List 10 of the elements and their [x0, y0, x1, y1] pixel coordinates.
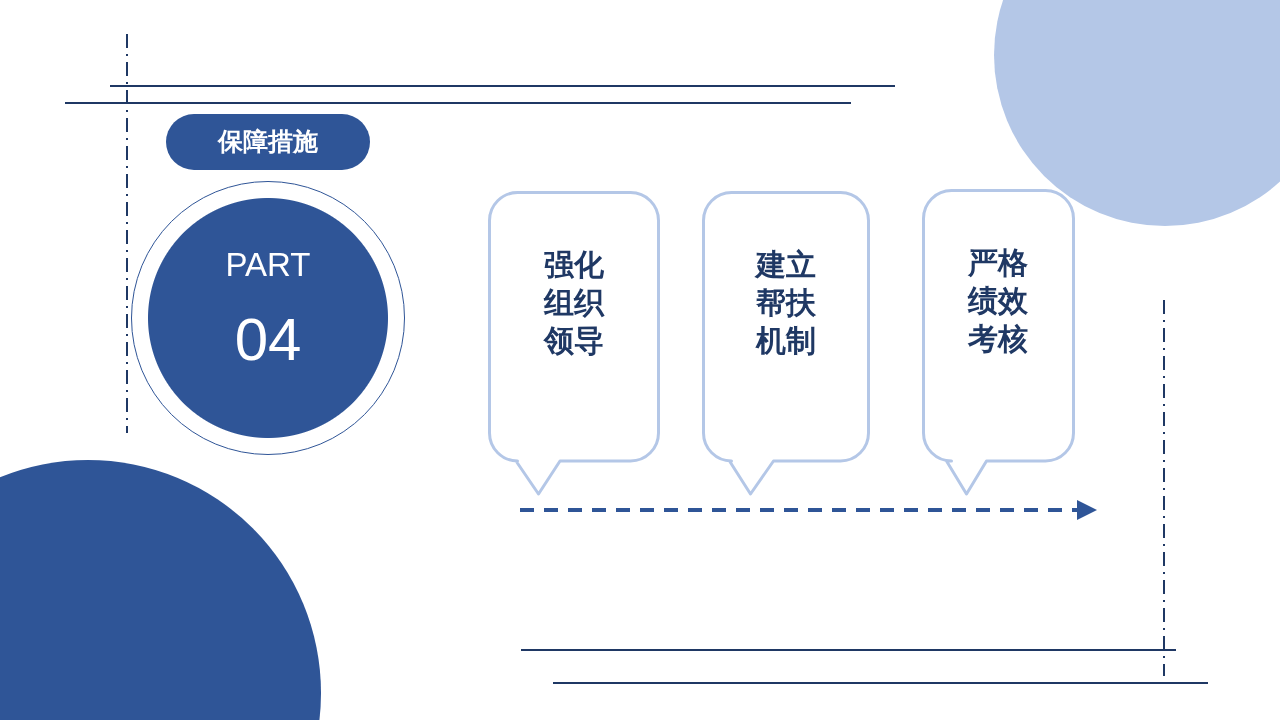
- bubble-text: 建立帮扶机制: [754, 246, 817, 360]
- pill-text: 保障措施: [218, 127, 318, 157]
- speech-bubble: [701, 191, 870, 496]
- bubble-text: 强化组织领导: [542, 246, 605, 360]
- part-number: 04: [234, 310, 302, 370]
- title-pill: [166, 114, 370, 170]
- bubble-text: 严格绩效考核: [967, 244, 1029, 358]
- part-label: PART: [225, 248, 311, 281]
- speech-bubble: [921, 189, 1075, 496]
- speech-bubble: [487, 191, 660, 496]
